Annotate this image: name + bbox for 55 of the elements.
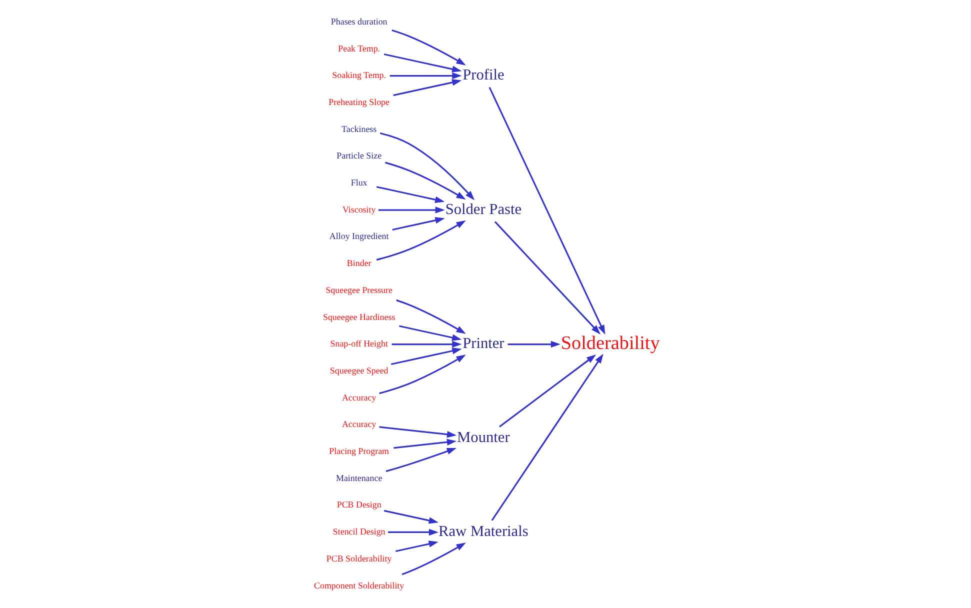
arrow — [507, 340, 560, 348]
node-text: Squeegee Hardiness — [322, 312, 395, 322]
node-text: PCB Solderability — [326, 553, 392, 564]
node-text: Alloy Ingredient — [328, 231, 388, 242]
node-text: Component Solderability — [314, 580, 404, 590]
node-text: PCB Design — [336, 500, 381, 510]
node-text: Preheating Slope — [328, 96, 390, 107]
node-text: Solder Paste — [444, 200, 522, 218]
node-text: Binder — [346, 258, 371, 268]
arrow — [494, 221, 600, 334]
node-text: Phases duration — [330, 16, 387, 26]
arrow — [395, 540, 438, 552]
arrow — [379, 132, 474, 200]
arrow — [378, 206, 444, 214]
arrow — [490, 354, 603, 521]
arrow — [498, 354, 596, 428]
arrow — [384, 162, 466, 200]
node-text: Squeegee Speed — [329, 365, 388, 376]
node-text: Squeegee Pressure — [325, 284, 392, 295]
arrow — [391, 30, 466, 66]
arrow — [393, 438, 456, 449]
node-text: Viscosity — [342, 204, 376, 214]
arrow — [383, 510, 438, 524]
arrow — [378, 354, 466, 394]
node-text: Placing Program — [328, 446, 389, 456]
arrow — [390, 348, 462, 366]
node-text: Printer — [462, 335, 504, 352]
arrow — [488, 86, 605, 335]
node-text: Mounter — [456, 429, 510, 446]
arrow — [385, 448, 456, 472]
arrow — [391, 340, 462, 348]
arrow — [389, 72, 462, 80]
node-text: Stencil Design — [332, 526, 385, 537]
node-text: Tackiness — [341, 124, 376, 134]
node-text: Profile — [462, 66, 504, 84]
node-text: Soaking Temp. — [332, 70, 386, 80]
arrow — [401, 542, 466, 576]
arrow — [383, 53, 462, 72]
arrow — [376, 220, 466, 261]
arrow — [378, 426, 456, 438]
node-text: Particle Size — [336, 150, 382, 161]
node-text: Raw Materials — [438, 523, 528, 540]
arrow — [392, 79, 462, 96]
arrow — [398, 325, 462, 341]
node-text: Peak Temp. — [338, 43, 380, 54]
node-text: Accuracy — [341, 419, 376, 430]
node-text: Accuracy — [341, 392, 376, 402]
node-text: Snap-off Height — [330, 338, 388, 349]
arrow — [396, 299, 466, 334]
node-text: Solderability — [560, 333, 660, 354]
node-text: Maintenance — [336, 472, 382, 483]
node-text: Flux — [350, 178, 367, 188]
arrow — [376, 186, 444, 203]
arrow — [387, 528, 438, 536]
arrow — [392, 217, 444, 231]
